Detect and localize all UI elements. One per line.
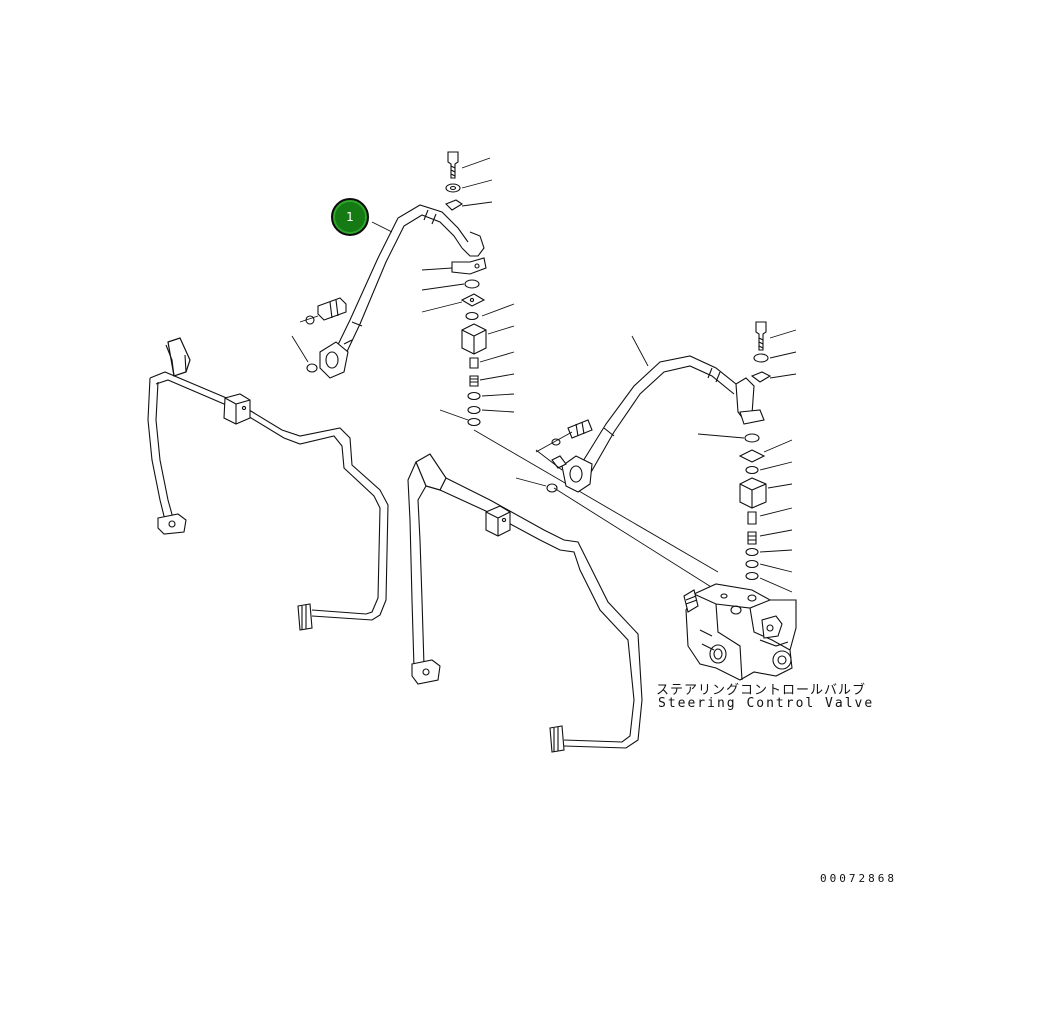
left-hose (319, 204, 487, 379)
left-hose-fittings (305, 151, 487, 427)
left-tube-assembly (147, 337, 389, 631)
steering-control-valve (683, 583, 797, 681)
right-hose-fittings (738, 321, 772, 581)
left-leader-lines (291, 157, 719, 573)
steering-control-valve-label-ja: ステアリングコントロールバルブ (656, 683, 867, 698)
right-tube-assembly (407, 453, 643, 753)
drawing-number: 00072868 (820, 872, 897, 885)
right-hose (551, 355, 765, 493)
steering-control-valve-label-en: Steering Control Valve (658, 696, 875, 711)
right-leader-lines (515, 329, 797, 593)
callout-1[interactable]: 1 (331, 198, 369, 236)
